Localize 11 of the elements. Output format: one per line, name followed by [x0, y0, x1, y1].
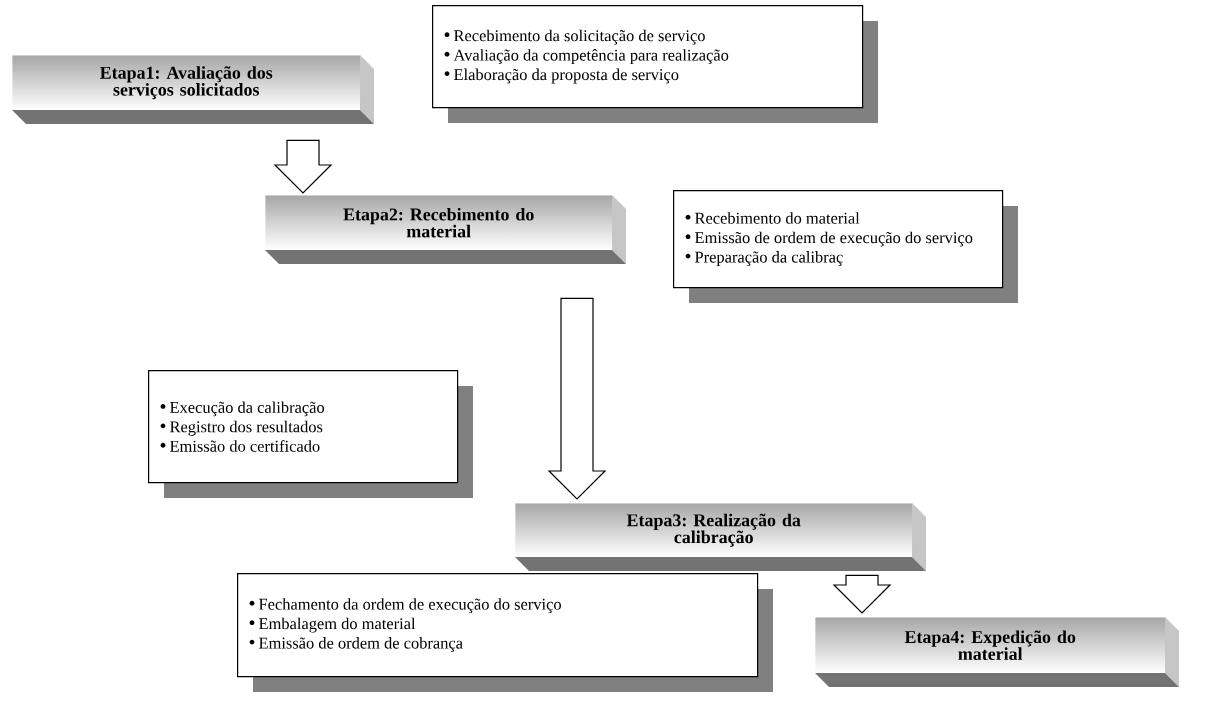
stage-box: Etapa1: Avaliação dos serviços solicitados [12, 55, 374, 124]
bullet-list-box: Fechamento da ordem de execução do serviço Embalagem do material Emissão de ordem de cobrança [237, 573, 773, 692]
bullet-list-box: Recebimento da solicitação de serviço Avaliação da competência para realização Elaboração da proposta de serviço [432, 5, 878, 123]
block-arrow [547, 297, 607, 500]
stage-box: Etapa3: Realização da calibração [515, 503, 926, 571]
bullet-list-box: Execução da calibração Registro dos resultados Emissão do certificado [148, 370, 473, 498]
bullet-list-box: Recebimento do material Emissão de ordem de execução do serviço Preparação da calibraç [673, 190, 1018, 303]
stage-box: Etapa2: Recebimento do material [265, 195, 626, 264]
stage-box: Etapa4: Expedição do material [815, 617, 1179, 687]
block-arrow [832, 574, 892, 614]
block-arrow [273, 139, 333, 194]
